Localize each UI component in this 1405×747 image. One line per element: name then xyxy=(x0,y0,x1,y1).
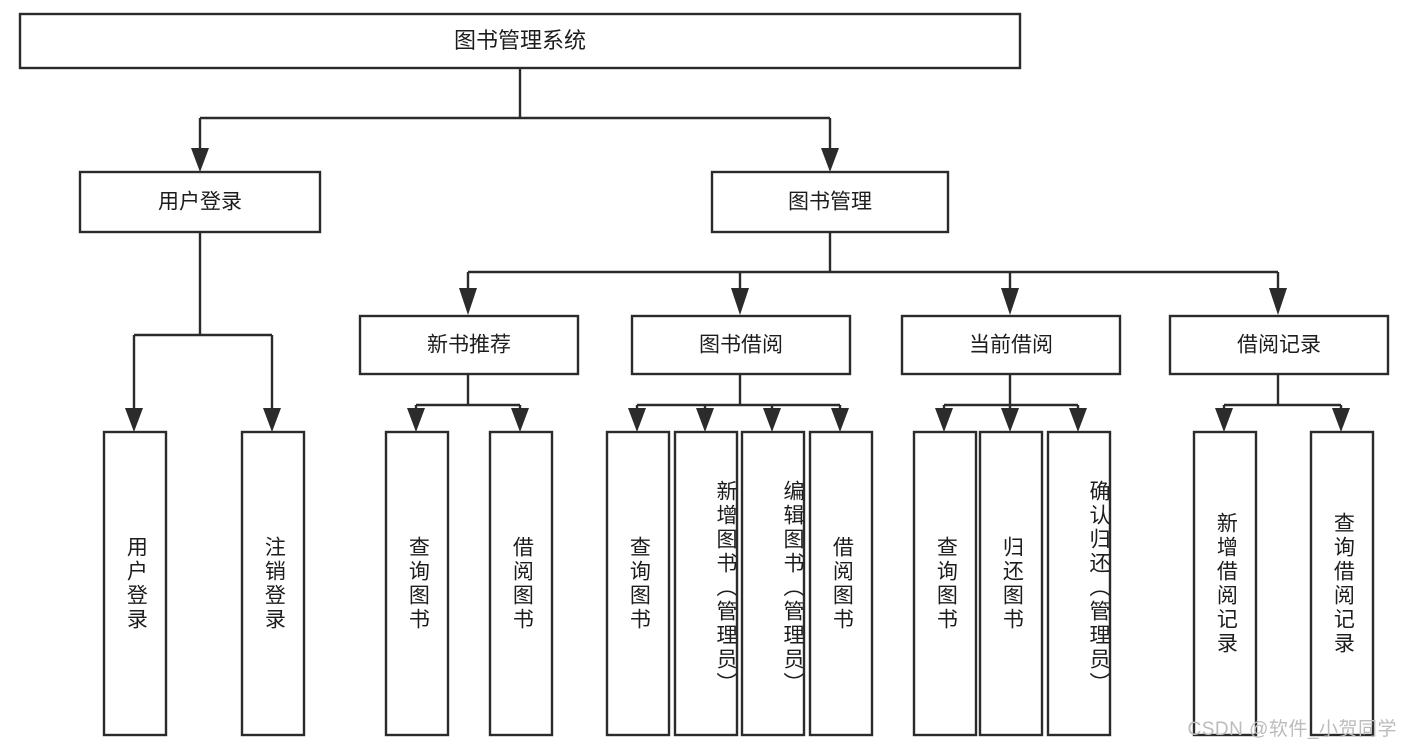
leaf-label-borrow-book-1: 借阅图书 xyxy=(510,535,534,632)
arrowhead-bb-leaf3 xyxy=(763,408,781,432)
connector-group-book-manage-children xyxy=(459,232,1287,315)
arrowhead-cb-leaf1 xyxy=(935,408,953,432)
connector-group-current-borrow-children xyxy=(935,374,1087,432)
leaf-label-query-book-1: 查询图书 xyxy=(406,535,430,632)
leaf-label-borrow-book-2: 借阅图书 xyxy=(830,535,854,632)
arrowhead-nb-leaf2 xyxy=(511,408,529,432)
leaf-label-add-record: 新增借阅记录 xyxy=(1214,511,1238,656)
node-user-login-label: 用户登录 xyxy=(158,191,242,214)
leaf-box-return-book[interactable] xyxy=(978,430,1044,737)
node-book-manage-box[interactable] xyxy=(710,170,950,234)
node-current-borrow-label: 当前借阅 xyxy=(969,334,1053,357)
leaf-box-query-book-1[interactable] xyxy=(384,430,450,737)
leaf-box-logout[interactable] xyxy=(240,430,306,737)
arrowhead-bb-leaf2 xyxy=(696,408,714,432)
arrowhead-br-leaf2 xyxy=(1332,408,1350,432)
leaf-label-edit-book: 编辑图书（管理员） xyxy=(781,479,804,696)
leaf-box-edit-book[interactable] xyxy=(740,430,806,737)
csdn-watermark: CSDN @软件_小贺同学 xyxy=(1187,719,1397,740)
node-user-login-box[interactable] xyxy=(78,170,322,234)
leaf-box-query-book-2[interactable] xyxy=(605,430,671,737)
node-root-label: 图书管理系统 xyxy=(454,28,586,53)
leaf-box-add-record[interactable] xyxy=(1192,430,1258,737)
arrowhead-user-login xyxy=(191,148,209,172)
arrowhead-leaf-user-login xyxy=(125,408,143,432)
arrowhead-bb-leaf4 xyxy=(831,408,849,432)
arrowhead-borrow-record xyxy=(1269,288,1287,315)
connector-group-book-borrow-children xyxy=(628,374,849,432)
connector-group-user-login-children xyxy=(125,232,281,432)
node-book-borrow-label: 图书借阅 xyxy=(699,334,783,357)
leaf-box-user-login[interactable] xyxy=(102,430,168,737)
connector-group-borrow-record-children xyxy=(1215,374,1350,432)
leaf-box-add-book[interactable] xyxy=(673,430,739,737)
arrowhead-cb-leaf3 xyxy=(1069,408,1087,432)
leaf-label-confirm-return: 确认归还（管理员） xyxy=(1087,479,1110,696)
arrowhead-new-book xyxy=(459,288,477,315)
node-book-manage[interactable]: 图书管理 xyxy=(710,170,950,234)
connector-group-root-to-level1 xyxy=(191,68,839,172)
node-book-borrow[interactable]: 图书借阅 xyxy=(630,314,852,376)
arrowhead-nb-leaf1 xyxy=(407,408,425,432)
leaf-box-borrow-book-2[interactable] xyxy=(808,430,874,737)
leaf-boxes-group xyxy=(102,430,1375,737)
node-root-box[interactable] xyxy=(18,12,1022,70)
leaf-label-query-book-3: 查询图书 xyxy=(934,535,958,632)
arrowhead-bb-leaf1 xyxy=(628,408,646,432)
arrowhead-book-manage xyxy=(821,148,839,172)
arrowhead-current-borrow xyxy=(1001,288,1019,315)
leaf-label-query-book-2: 查询图书 xyxy=(627,535,651,632)
leaf-box-query-record[interactable] xyxy=(1309,430,1375,737)
leaf-box-query-book-3[interactable] xyxy=(912,430,978,737)
leaf-label-logout: 注销登录 xyxy=(262,535,286,632)
leaf-box-borrow-book-1[interactable] xyxy=(488,430,554,737)
leaf-label-return-book: 归还图书 xyxy=(1000,535,1024,632)
arrowhead-book-borrow xyxy=(731,288,749,315)
node-user-login[interactable]: 用户登录 xyxy=(78,170,322,234)
leaf-label-add-book: 新增图书（管理员） xyxy=(714,479,737,696)
node-new-book-recommend-label: 新书推荐 xyxy=(427,334,511,357)
node-book-borrow-box[interactable] xyxy=(630,314,852,376)
arrowhead-leaf-logout xyxy=(263,408,281,432)
node-book-manage-label: 图书管理 xyxy=(788,191,872,214)
node-root[interactable]: 图书管理系统 xyxy=(18,12,1022,70)
arrowhead-cb-leaf2 xyxy=(1001,408,1019,432)
node-current-borrow-box[interactable] xyxy=(900,314,1122,376)
leaf-label-user-login: 用户登录 xyxy=(124,535,148,632)
connector-group-new-book-children xyxy=(407,374,529,432)
node-borrow-record[interactable]: 借阅记录 xyxy=(1168,314,1390,376)
node-current-borrow[interactable]: 当前借阅 xyxy=(900,314,1122,376)
arrowhead-br-leaf1 xyxy=(1215,408,1233,432)
leaf-box-confirm-return[interactable] xyxy=(1046,430,1112,737)
node-new-book-recommend[interactable]: 新书推荐 xyxy=(358,314,580,376)
node-new-book-recommend-box[interactable] xyxy=(358,314,580,376)
node-borrow-record-box[interactable] xyxy=(1168,314,1390,376)
leaf-label-query-record: 查询借阅记录 xyxy=(1331,511,1355,656)
node-borrow-record-label: 借阅记录 xyxy=(1237,334,1321,357)
